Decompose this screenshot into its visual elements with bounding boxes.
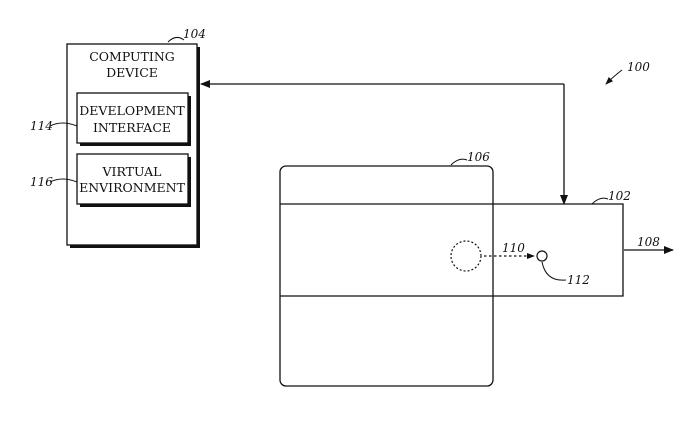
ref-102: 102 (608, 189, 631, 203)
ref-112: 112 (567, 273, 590, 287)
virtual-environment-box: VIRTUAL ENVIRONMENT (76, 153, 191, 207)
leader-116 (49, 178, 78, 183)
environment-box-106 (279, 165, 494, 387)
ref-110: 110 (502, 241, 525, 255)
development-interface-box: DEVELOPMENT INTERFACE (76, 92, 191, 146)
leader-104 (167, 36, 185, 43)
ref-100: 100 (627, 60, 650, 74)
leader-112 (541, 261, 567, 281)
ref-116: 116 (30, 175, 53, 189)
computing-device-label-2: DEVICE (106, 65, 158, 80)
leader-106 (450, 158, 468, 166)
virtual-environment-label-1: VIRTUAL (102, 164, 162, 179)
ref-108: 108 (637, 235, 660, 249)
virtual-environment-label-2: ENVIRONMENT (79, 180, 185, 195)
ref-104: 104 (183, 27, 206, 41)
leader-100 (605, 69, 623, 85)
computing-device-label-1: COMPUTING (89, 49, 175, 64)
band-102 (280, 203, 624, 297)
dashed-origin-circle (450, 240, 482, 272)
development-interface-label-2: INTERFACE (93, 120, 171, 135)
development-interface-label-1: DEVELOPMENT (79, 103, 185, 118)
leader-114 (49, 122, 78, 127)
leader-102 (591, 197, 609, 205)
target-point-112 (536, 250, 548, 262)
ref-114: 114 (30, 119, 53, 133)
ref-106: 106 (467, 150, 490, 164)
